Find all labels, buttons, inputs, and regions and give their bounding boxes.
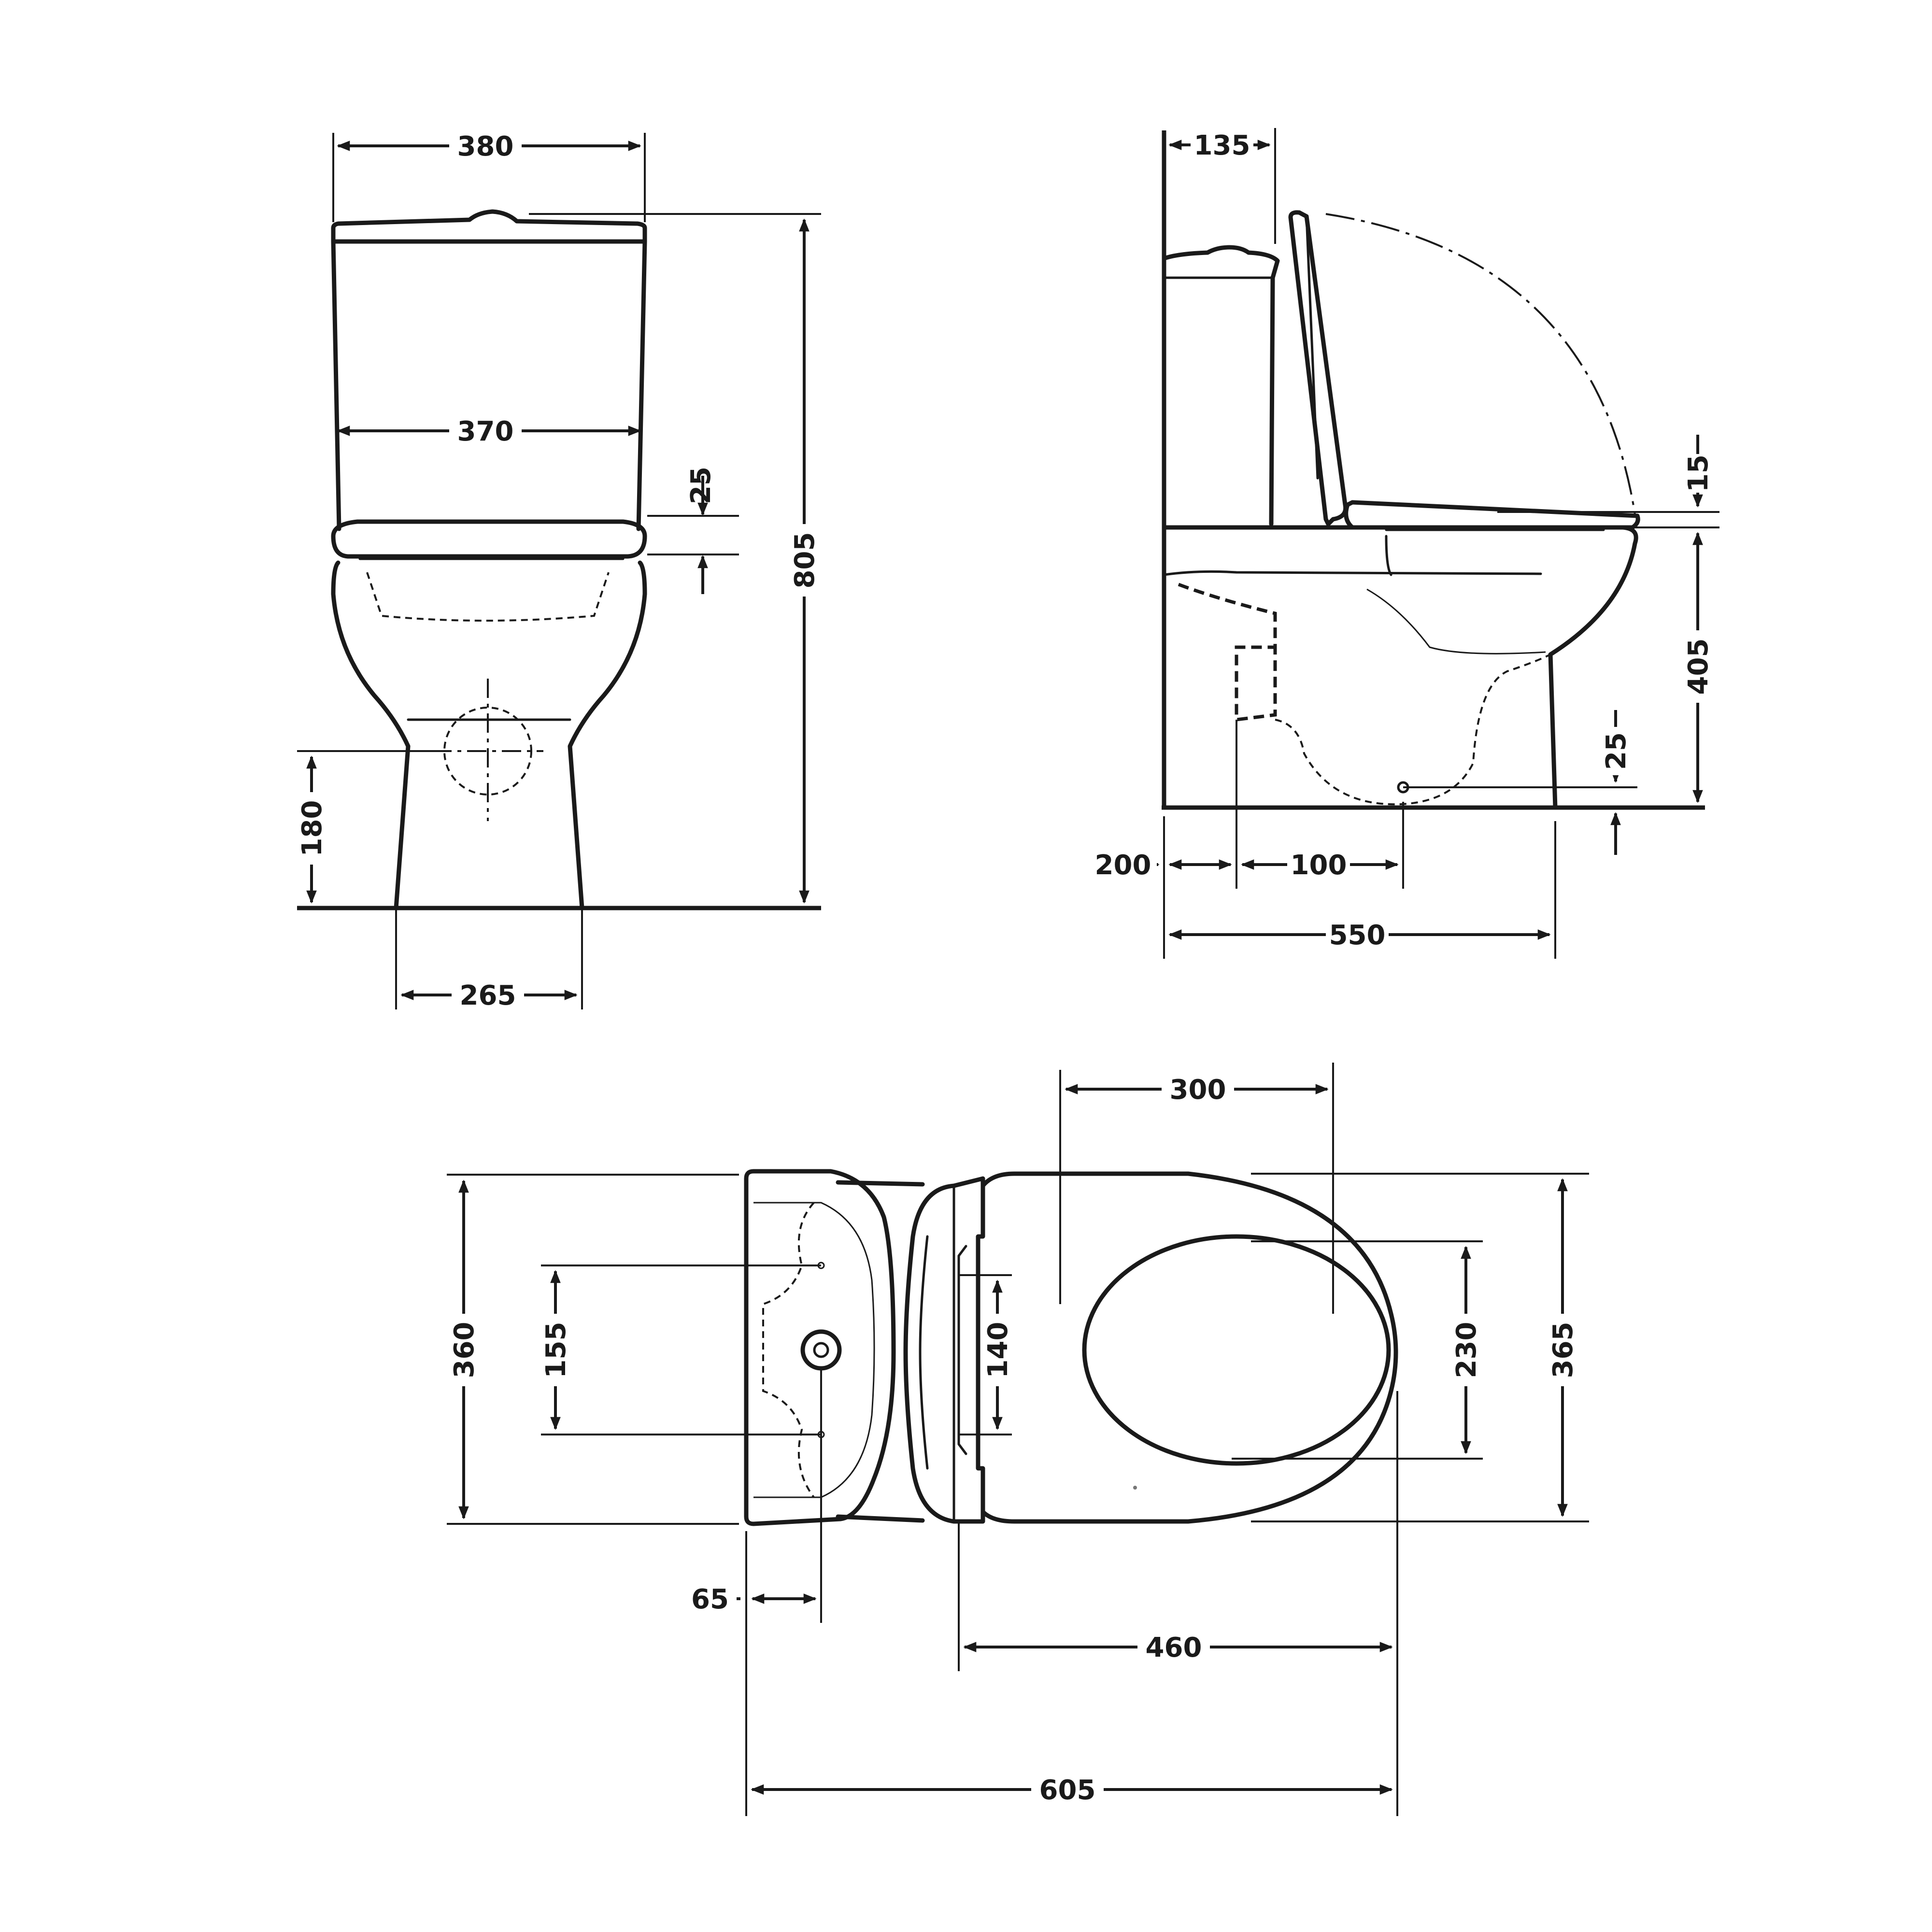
dim-label-opening-width: 230 bbox=[1451, 1322, 1482, 1378]
dim-label-tank-width: 380 bbox=[457, 131, 514, 162]
dim-label-seat-thickness: 25 bbox=[685, 467, 717, 504]
cistern-body bbox=[331, 239, 647, 531]
dim-label-cistern-width: 370 bbox=[457, 416, 514, 447]
top-seat-ring bbox=[980, 1171, 1398, 1524]
dim-label-outlet-height: 180 bbox=[297, 800, 328, 857]
lid-swing-arc bbox=[1325, 213, 1636, 515]
dim-label-hinge-to-front: 460 bbox=[1146, 1632, 1202, 1663]
dim-label-fixing-spacing: 155 bbox=[540, 1322, 572, 1378]
flush-button bbox=[469, 211, 516, 221]
dim-label-hinge-spacing: 140 bbox=[982, 1322, 1014, 1378]
dim-label-seat-height: 405 bbox=[1683, 639, 1714, 695]
dim-label-foot-width: 265 bbox=[460, 980, 516, 1011]
dim-label-total-length: 605 bbox=[1039, 1775, 1096, 1806]
dim-label-wall-to-center: 65 bbox=[691, 1584, 729, 1615]
top-lid-back-inner bbox=[919, 1235, 929, 1470]
top-lid-back bbox=[903, 1176, 985, 1524]
dim-label-total-height: 805 bbox=[789, 532, 821, 589]
bowl-right bbox=[568, 560, 647, 910]
bowl-left bbox=[331, 560, 411, 910]
seat-front bbox=[331, 519, 647, 559]
cistern-lid bbox=[331, 209, 647, 244]
side-bowl-outline bbox=[1162, 525, 1638, 810]
seat-ring-side bbox=[1344, 500, 1640, 530]
dim-label-seat-gap: 15 bbox=[1683, 455, 1714, 492]
trap-hidden bbox=[1178, 582, 1277, 722]
bridge-bottom bbox=[836, 1514, 925, 1523]
seat-opening bbox=[1082, 1234, 1391, 1466]
top-speck bbox=[1133, 1486, 1137, 1490]
top-cistern-hidden bbox=[762, 1202, 815, 1498]
seat-lid-raised bbox=[1288, 210, 1348, 526]
dim-label-seat-opening: 300 bbox=[1170, 1074, 1226, 1106]
dim-label-outlet-spacing: 100 bbox=[1291, 850, 1347, 881]
hinge-plate bbox=[957, 1245, 967, 1455]
front-view: 380 370 25 805 180 265 bbox=[295, 129, 821, 1011]
dim-label-total-width: 365 bbox=[1548, 1322, 1579, 1378]
trap-outlet-hidden bbox=[1275, 653, 1551, 806]
side-inner-bowl bbox=[1366, 588, 1546, 654]
top-cistern bbox=[744, 1169, 896, 1526]
top-view: 300 360 155 140 230 365 65 460 605 bbox=[447, 1063, 1589, 1816]
side-rim-detail bbox=[1385, 535, 1392, 576]
bowl-inner-hidden bbox=[366, 572, 610, 622]
flush-button-top bbox=[800, 1329, 842, 1371]
side-view: 135 15 405 25 200 100 550 bbox=[1089, 128, 1719, 959]
side-rim-line bbox=[1163, 570, 1542, 576]
top-cistern-inner bbox=[753, 1202, 875, 1498]
dim-label-wall-offset: 200 bbox=[1095, 850, 1151, 881]
dim-label-tank-depth: 360 bbox=[449, 1322, 480, 1378]
outlet-hidden-circle bbox=[443, 707, 532, 796]
dim-label-total-depth: 550 bbox=[1329, 920, 1386, 951]
side-cistern bbox=[1162, 245, 1280, 526]
dim-label-outlet-clearance: 25 bbox=[1601, 732, 1632, 770]
dim-label-tank-offset: 135 bbox=[1194, 130, 1250, 161]
bridge-top bbox=[836, 1180, 925, 1187]
flush-button-center bbox=[813, 1342, 829, 1358]
lid-edge bbox=[1305, 215, 1319, 480]
